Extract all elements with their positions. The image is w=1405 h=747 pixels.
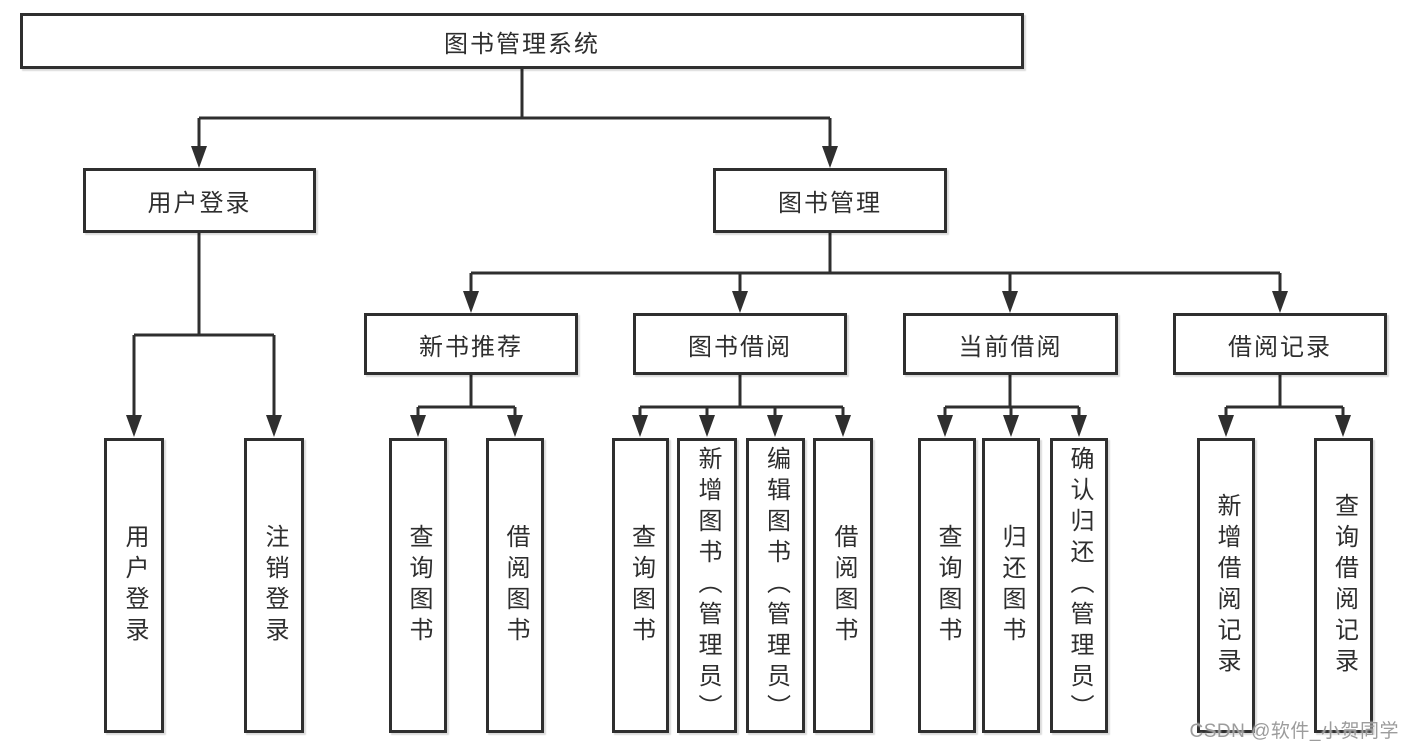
leaf-borrowing-query-books: 查询图书 — [612, 438, 669, 733]
node-user-login-label: 用户登录 — [147, 190, 252, 217]
leaf-borrowing-edit-books-label: 编辑图书（管理员） — [762, 446, 790, 725]
leaf-logout-label: 注销登录 — [261, 523, 288, 648]
node-borrowing-records: 借阅记录 — [1173, 313, 1387, 375]
node-current-borrowing-label: 当前借阅 — [958, 333, 1063, 361]
leaf-borrowing-borrow-books: 借阅图书 — [813, 438, 873, 733]
leaf-current-query-books-label: 查询图书 — [934, 523, 961, 648]
connector-lines — [132, 69, 1345, 416]
leaf-user-login: 用户登录 — [104, 438, 164, 733]
node-root: 图书管理系统 — [20, 13, 1024, 69]
node-new-book-recommend: 新书推荐 — [364, 313, 578, 375]
leaf-logout: 注销登录 — [244, 438, 304, 733]
leaf-current-query-books: 查询图书 — [918, 438, 976, 733]
leaf-user-login-label: 用户登录 — [121, 523, 148, 648]
watermark: CSDN @软件_小贺同学 — [1189, 721, 1399, 742]
leaf-borrowing-borrow-books-label: 借阅图书 — [830, 523, 857, 648]
node-user-login: 用户登录 — [83, 168, 316, 233]
arrowhead-icons — [126, 146, 1351, 437]
leaf-borrowing-edit-books: 编辑图书（管理员） — [746, 438, 805, 733]
leaf-recommend-query-books-label: 查询图书 — [405, 523, 432, 648]
leaf-records-add-record: 新增借阅记录 — [1197, 438, 1255, 733]
leaf-current-return-books: 归还图书 — [982, 438, 1040, 733]
leaf-recommend-borrow-books: 借阅图书 — [486, 438, 544, 733]
leaf-borrowing-query-books-label: 查询图书 — [627, 523, 655, 648]
leaf-borrowing-add-books: 新增图书（管理员） — [677, 438, 737, 733]
node-book-borrowing: 图书借阅 — [633, 313, 847, 375]
node-book-management: 图书管理 — [713, 168, 947, 233]
node-borrowing-records-label: 借阅记录 — [1228, 333, 1332, 361]
leaf-records-query-record: 查询借阅记录 — [1314, 438, 1373, 733]
leaf-recommend-query-books: 查询图书 — [389, 438, 447, 733]
node-book-management-label: 图书管理 — [778, 190, 882, 217]
node-current-borrowing: 当前借阅 — [903, 313, 1118, 375]
leaf-recommend-borrow-books-label: 借阅图书 — [502, 523, 529, 648]
leaf-current-return-books-label: 归还图书 — [998, 523, 1025, 648]
leaf-records-add-record-label: 新增借阅记录 — [1213, 492, 1240, 679]
node-root-label: 图书管理系统 — [444, 30, 600, 58]
leaf-records-query-record-label: 查询借阅记录 — [1330, 492, 1358, 679]
leaf-current-confirm-return-label: 确认归还（管理员） — [1066, 446, 1093, 725]
leaf-current-confirm-return: 确认归还（管理员） — [1050, 438, 1108, 733]
node-book-borrowing-label: 图书借阅 — [688, 333, 792, 361]
leaf-borrowing-add-books-label: 新增图书（管理员） — [694, 446, 721, 725]
node-new-book-recommend-label: 新书推荐 — [419, 333, 523, 361]
